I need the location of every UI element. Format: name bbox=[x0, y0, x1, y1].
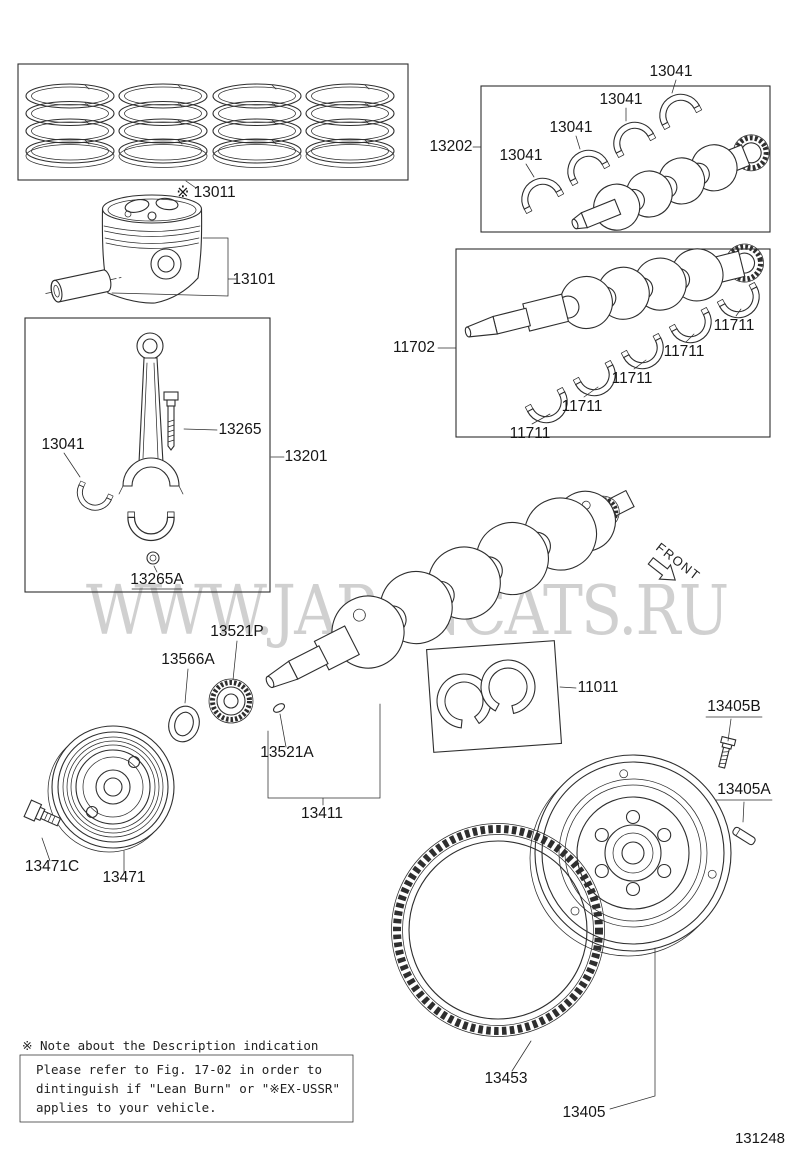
part-label-13471[interactable]: 13471 bbox=[102, 869, 145, 886]
part-label-13405[interactable]: 13405 bbox=[562, 1104, 605, 1121]
woodruff-key-drawing bbox=[272, 703, 286, 713]
part-label-13521A[interactable]: 13521A bbox=[260, 744, 314, 761]
part-label-13202[interactable]: 13202 bbox=[429, 138, 472, 155]
part-label-11711-3[interactable]: 11711 bbox=[612, 370, 653, 387]
ring-gear-drawing bbox=[391, 823, 605, 1037]
part-label-11711-1[interactable]: 11711 bbox=[714, 317, 755, 334]
part-label-13041-rod[interactable]: 13041 bbox=[41, 436, 84, 453]
part-label-11711-5[interactable]: 11711 bbox=[510, 425, 551, 442]
crankshaft-box bbox=[437, 243, 771, 438]
pulley-drawing bbox=[47, 725, 175, 853]
part-label-13453[interactable]: 13453 bbox=[484, 1070, 527, 1087]
rod-assembly-box bbox=[24, 317, 285, 593]
part-label-13041-1[interactable]: 13041 bbox=[499, 147, 542, 164]
crankshaft-assembly-drawing bbox=[265, 489, 635, 689]
part-label-13405A[interactable]: 13405A bbox=[717, 781, 771, 798]
part-label-13265[interactable]: 13265 bbox=[218, 421, 261, 438]
thrust-washer-box bbox=[426, 640, 577, 753]
part-label-13041-3[interactable]: 13041 bbox=[599, 91, 642, 108]
part-label-11011[interactable]: 11011 bbox=[578, 679, 619, 696]
piston-pin-drawing bbox=[45, 269, 123, 303]
crankshaft-drawing bbox=[464, 243, 764, 338]
part-label-13011[interactable]: ※ 13011 bbox=[176, 184, 235, 201]
note-box: ※ Note about the Description indication … bbox=[19, 1038, 354, 1123]
pulley-bolt-drawing bbox=[23, 799, 62, 827]
gear-spacer-drawing bbox=[168, 705, 200, 743]
part-label-13411[interactable]: 13411 bbox=[301, 805, 343, 822]
part-label-13265A[interactable]: 13265A bbox=[130, 571, 184, 588]
rod-bolt-drawing bbox=[163, 391, 179, 451]
part-label-13471C[interactable]: 13471C bbox=[25, 858, 79, 875]
note-line-1: Please refer to Fig. 17-02 in order to bbox=[36, 1062, 322, 1077]
flywheel-drawing bbox=[529, 754, 732, 957]
part-label-13566A[interactable]: 13566A bbox=[161, 651, 215, 668]
note-line-3: applies to your vehicle. bbox=[36, 1100, 217, 1115]
part-label-11711-2[interactable]: 11711 bbox=[664, 343, 705, 360]
part-label-13405B[interactable]: 13405B bbox=[707, 698, 760, 715]
part-label-11702[interactable]: 11702 bbox=[393, 339, 435, 356]
note-line-2: dintinguish if "Lean Burn" or "※EX-USSR" bbox=[36, 1081, 340, 1096]
upper-bearings-box bbox=[472, 79, 771, 233]
crankshaft-rear-drawing bbox=[571, 134, 770, 231]
part-label-13521P[interactable]: 13521P bbox=[210, 623, 263, 640]
part-label-13101[interactable]: 13101 bbox=[232, 271, 275, 288]
note-title: ※ Note about the Description indication bbox=[22, 1038, 318, 1053]
part-label-13041-2[interactable]: 13041 bbox=[549, 119, 592, 136]
part-label-13041-4[interactable]: 13041 bbox=[649, 63, 692, 80]
part-label-13201[interactable]: 13201 bbox=[284, 448, 327, 465]
timing-gear-drawing bbox=[208, 678, 254, 724]
part-label-11711-4[interactable]: 11711 bbox=[562, 398, 603, 415]
piston-drawing bbox=[101, 194, 203, 304]
piston-rings-box bbox=[17, 63, 409, 189]
figure-code: 131248 bbox=[735, 1130, 785, 1147]
flywheel-bolt-drawing bbox=[718, 735, 737, 769]
flywheel-dowel-drawing bbox=[732, 826, 756, 846]
